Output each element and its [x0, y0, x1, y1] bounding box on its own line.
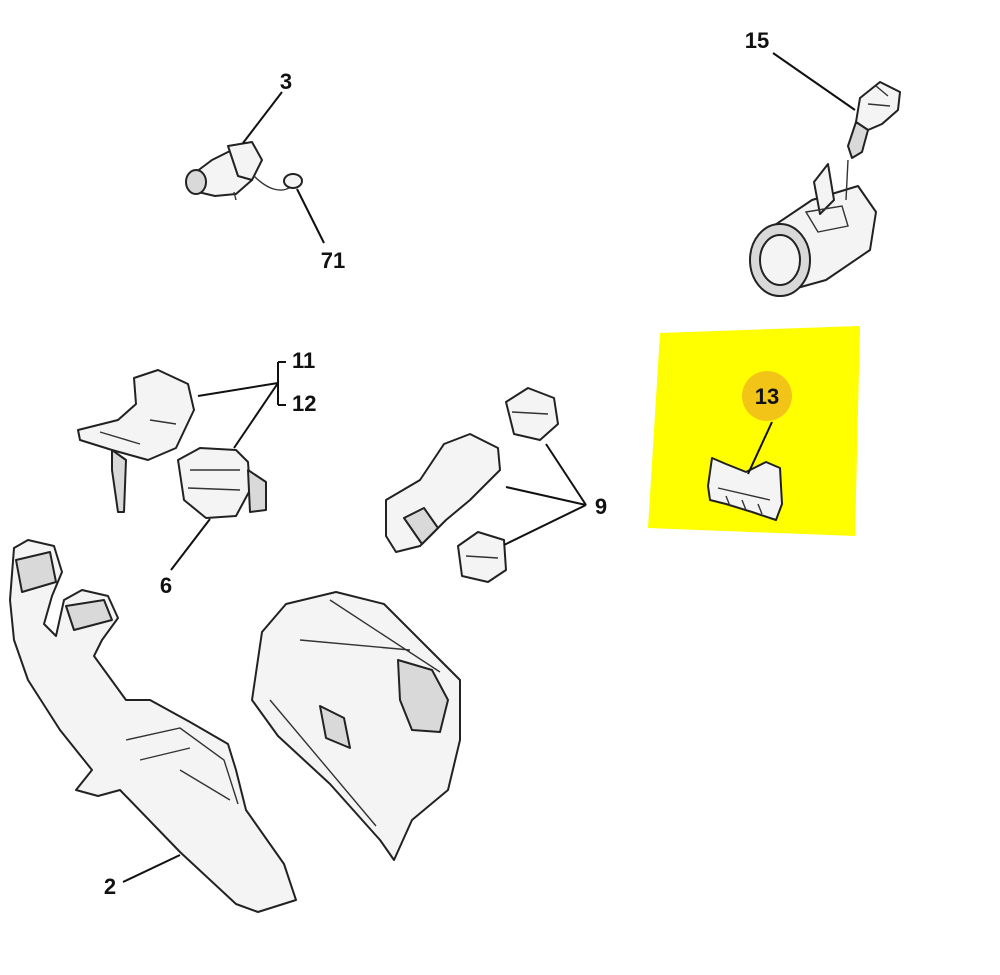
callout-6: 6	[160, 573, 172, 598]
highlight-region-13[interactable]	[648, 326, 860, 536]
callout-15: 15	[745, 28, 769, 53]
callout-marker-13	[742, 371, 792, 421]
part-3-sensor[interactable]	[185, 141, 293, 201]
part-9-relay-holders[interactable]	[385, 387, 559, 583]
callout-71: 71	[321, 248, 345, 273]
part-6-connector[interactable]	[177, 447, 267, 519]
callout-9: 9	[595, 494, 607, 519]
callout-12: 12	[292, 391, 316, 416]
part-13-bracket[interactable]	[707, 457, 783, 521]
part-11-12-bracket[interactable]	[77, 369, 195, 513]
highlight-box	[648, 326, 860, 536]
callout-11: 11	[292, 348, 315, 373]
leader-lines	[122, 52, 856, 883]
callout-13: 13	[755, 384, 779, 409]
throttle-body[interactable]	[749, 159, 877, 297]
callout-2: 2	[104, 874, 116, 899]
callout-3: 3	[280, 69, 292, 94]
ecu-unit[interactable]	[251, 591, 461, 861]
part-15-sensor[interactable]	[847, 81, 901, 159]
part-2-ecu-bracket[interactable]	[9, 539, 297, 913]
part-71-clip[interactable]	[283, 173, 303, 189]
